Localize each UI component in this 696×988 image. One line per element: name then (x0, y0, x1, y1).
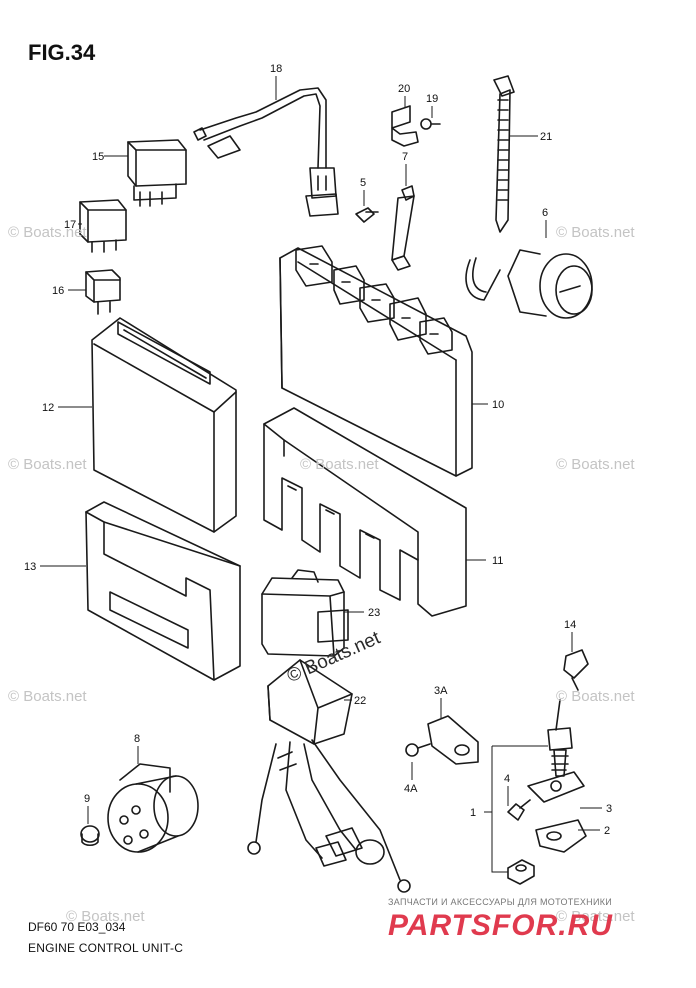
bracket-3a (427, 715, 479, 765)
bolt-19 (420, 118, 441, 130)
cover-23 (261, 569, 349, 657)
callout-3: 3 (606, 803, 612, 815)
relay-15 (127, 139, 187, 207)
callout-20: 20 (398, 83, 410, 95)
callout-14: 14 (564, 619, 576, 631)
callout-19: 19 (426, 93, 438, 105)
ecu-12 (91, 317, 237, 533)
callout-21: 21 (540, 131, 552, 143)
parts-banner: ЗАПЧАСТИ И АКСЕССУАРЫ ДЛЯ МОТОТЕХНИКИ PA… (388, 897, 678, 943)
watermark-text: © Boats.net (556, 224, 635, 241)
callout-23: 23 (368, 607, 380, 619)
callout-16: 16 (52, 285, 64, 297)
callout-4a: 4A (404, 783, 418, 795)
watermark-text: © Boats.net (8, 688, 87, 705)
figure-title: FIG.34 (28, 40, 96, 65)
callout-22: 22 (354, 695, 366, 707)
callout-9: 9 (84, 793, 90, 805)
callout-8: 8 (134, 733, 140, 745)
watermark-text: © Boats.net (556, 456, 635, 473)
leader-lines (40, 76, 602, 873)
connector-8 (107, 763, 199, 853)
unit-22 (247, 659, 411, 893)
callout-10: 10 (492, 399, 504, 411)
cap-9 (80, 825, 100, 847)
banner-subtitle: ЗАПЧАСТИ И АКСЕССУАРЫ ДЛЯ МОТОТЕХНИКИ (388, 897, 613, 907)
relay-16 (85, 269, 121, 315)
ecu-10 (279, 245, 473, 477)
callout-1: 1 (470, 807, 476, 819)
callout-15: 15 (92, 151, 104, 163)
callout-7: 7 (402, 151, 408, 163)
terminal-7 (391, 185, 415, 271)
callout-12: 12 (42, 402, 54, 414)
relay-17 (79, 199, 127, 253)
figure-code: DF60 70 E03_034 (28, 920, 126, 934)
watermark-text: © Boats.net (66, 908, 145, 925)
screw-5 (355, 207, 379, 223)
figure-caption: ENGINE CONTROL UNIT-C (28, 941, 184, 955)
holder-11 (263, 407, 467, 617)
callout-4: 4 (504, 773, 510, 785)
callout-labels: 15 17 16 12 13 18 5 20 19 7 21 6 10 11 2… (24, 63, 612, 837)
callout-11: 11 (492, 555, 503, 567)
callout-3a: 3A (434, 685, 448, 697)
cable-tie-21 (493, 75, 515, 233)
watermark-text: © Boats.net (556, 908, 635, 925)
bolt-4a (405, 743, 431, 757)
watermark-text: © Boats.net (556, 688, 635, 705)
callout-17: 17 (64, 219, 76, 231)
callout-13: 13 (24, 561, 36, 573)
callout-5: 5 (360, 177, 366, 189)
harness-18 (193, 87, 339, 217)
callout-2: 2 (604, 825, 610, 837)
watermark-text: © Boats.net (8, 224, 87, 241)
watermark-text: © Boats.net (8, 456, 87, 473)
holder-13 (85, 501, 241, 681)
callout-6: 6 (542, 207, 548, 219)
watermark-text: © Boats.net (300, 456, 379, 473)
bolt-4 (507, 799, 531, 821)
callout-18: 18 (270, 63, 282, 75)
clip-14 (563, 649, 589, 691)
banner-logo: PARTSFOR.RU (388, 909, 613, 942)
bracket-20 (391, 105, 419, 147)
socket-6 (465, 249, 593, 319)
sensor-1 (507, 699, 587, 885)
